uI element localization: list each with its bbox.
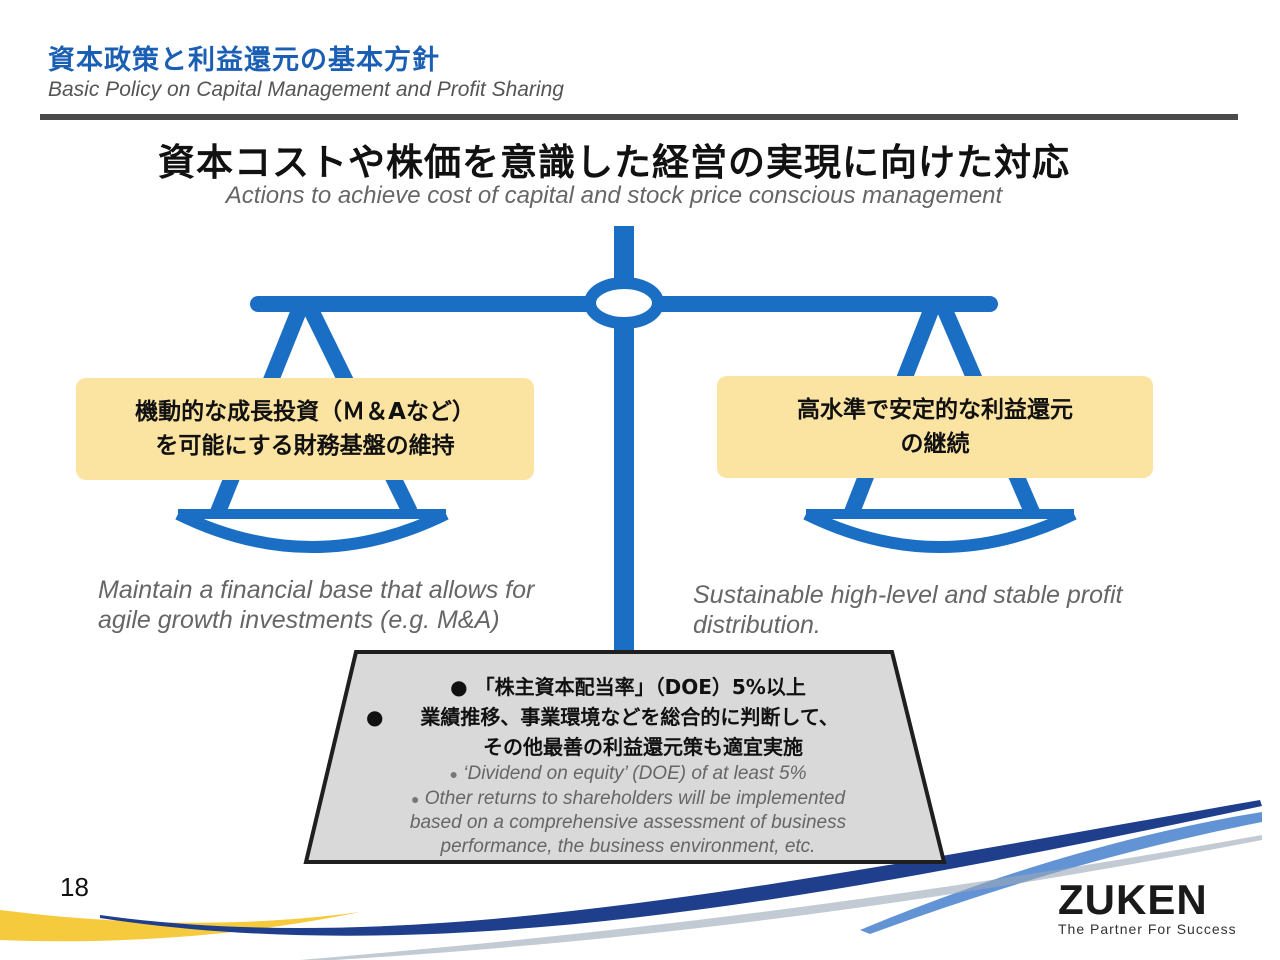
right-pan — [803, 508, 1077, 553]
bullet-icon: ● — [450, 675, 468, 699]
left-pan-line2: を可能にする財務基盤の維持 — [155, 433, 455, 459]
navy-swoosh — [100, 800, 1262, 936]
en-bullet-2-line1: Other returns to shareholders will be im… — [424, 787, 846, 809]
page-subtitle: Basic Policy on Capital Management and P… — [48, 78, 564, 101]
en-bullet-1-text: ‘Dividend on equity’ (DOE) of at least 5… — [463, 763, 807, 784]
bullet-icon: ● — [410, 790, 420, 807]
bullet-icon: ● — [449, 766, 458, 782]
left-pan-label: 機動的な成長投資（Ｍ＆Aなど） を可能にする財務基盤の維持 — [76, 378, 534, 480]
left-pan-description: Maintain a financial base that allows fo… — [98, 576, 535, 634]
header-divider — [40, 114, 1238, 120]
scale-base — [303, 650, 947, 864]
en-bullet-2-line2: based on a comprehensive assessment of b… — [409, 812, 847, 833]
right-pan-line1: 高水準で安定的な利益還元 — [797, 397, 1073, 423]
bullet-icon: ● — [366, 705, 384, 729]
jp-bullet-1-text: 「株主資本配当率」（DOE）5%以上 — [474, 675, 806, 699]
right-pan-description: Sustainable high-level and stable profit… — [693, 581, 1123, 639]
jp-bullet-2: ● 業績推移、事業環境などを総合的に判断して、 — [318, 702, 938, 732]
right-pan-line2: の継続 — [900, 431, 970, 457]
jp-bullet-2-line1: 業績推移、事業環境などを総合的に判断して、 — [420, 705, 839, 729]
pivot-ring — [584, 277, 664, 329]
en-bullet-2-line3: performance, the business environment, e… — [440, 835, 816, 857]
jp-bullet-2-line2: その他最善の利益還元策も適宜実施 — [483, 735, 803, 759]
en-bullet-1: ● ‘Dividend on equity’ (DOE) of at least… — [318, 762, 938, 787]
right-pan-label: 高水準で安定的な利益還元 の継続 — [717, 376, 1153, 478]
slide-heading: 資本コストや株価を意識した経営の実現に向けた対応 — [158, 141, 1070, 184]
brand-tagline: The Partner For Success — [1058, 921, 1237, 937]
scale-structure — [175, 226, 1077, 660]
base-content: ● 「株主資本配当率」（DOE）5%以上 ● 業績推移、事業環境などを総合的に判… — [318, 672, 938, 858]
page-title: 資本政策と利益還元の基本方針 — [48, 45, 440, 76]
blue-swoosh-light — [860, 812, 1262, 934]
left-pan-line1: 機動的な成長投資（Ｍ＆Aなど） — [135, 399, 475, 425]
left-pan — [175, 508, 449, 553]
jp-bullet-1: ● 「株主資本配当率」（DOE）5%以上 — [318, 672, 938, 702]
slide-subheading: Actions to achieve cost of capital and s… — [225, 182, 1003, 209]
zuken-logo: ZUKEN — [1058, 876, 1208, 923]
en-bullet-2: ● Other returns to shareholders will be … — [318, 787, 938, 812]
page-number: 18 — [60, 872, 89, 902]
